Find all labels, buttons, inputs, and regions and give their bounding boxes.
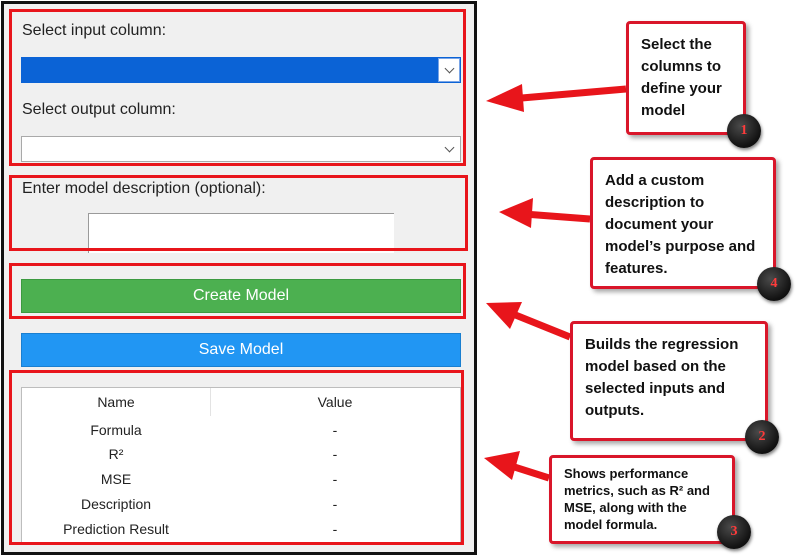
row-name: Formula xyxy=(90,422,142,438)
highlight-results-table xyxy=(9,370,464,545)
table-row[interactable]: Formula - xyxy=(22,422,460,446)
input-column-dropdown-arrow[interactable] xyxy=(438,58,460,82)
callout-2: Builds the regression model based on the… xyxy=(570,321,768,441)
callout-4-badge: 4 xyxy=(757,267,791,301)
callout-4: Add a custom description to document you… xyxy=(590,157,776,289)
row-name: Description xyxy=(80,496,152,512)
header-name[interactable]: Name xyxy=(97,394,135,410)
row-name: MSE xyxy=(100,471,132,487)
output-column-dropdown[interactable] xyxy=(21,136,461,162)
row-value: - xyxy=(332,446,338,462)
table-row[interactable]: Prediction Result - xyxy=(22,521,460,545)
row-name: R² xyxy=(108,446,124,462)
description-label: Enter model description (optional): xyxy=(22,180,266,197)
callout-3-text: Shows performance metrics, such as R² an… xyxy=(564,466,710,532)
callout-4-text: Add a custom description to document you… xyxy=(605,172,756,277)
callout-1: Select the columns to define your model xyxy=(626,21,746,135)
input-column-dropdown[interactable] xyxy=(21,57,461,83)
callout-3-badge: 3 xyxy=(717,515,751,549)
highlight-column-selection xyxy=(9,9,466,166)
arrow-4 xyxy=(499,198,591,228)
callout-2-text: Builds the regression model based on the… xyxy=(585,336,739,419)
results-table: Name Value Formula - R² - MSE - Descript… xyxy=(21,387,461,545)
results-table-header: Name Value xyxy=(22,388,460,416)
highlight-create-model xyxy=(9,263,466,319)
highlight-description xyxy=(9,175,468,251)
header-value[interactable]: Value xyxy=(317,394,353,410)
model-builder-panel: Select input column: Select output colum… xyxy=(1,1,477,555)
arrow-3 xyxy=(484,451,551,482)
description-input[interactable] xyxy=(88,213,394,253)
header-separator[interactable] xyxy=(210,388,211,416)
input-column-label: Select input column: xyxy=(22,22,167,39)
table-row[interactable]: Description - xyxy=(22,496,460,520)
row-value: - xyxy=(332,471,338,487)
callout-2-badge: 2 xyxy=(745,420,779,454)
save-model-button[interactable]: Save Model xyxy=(21,333,461,367)
row-value: - xyxy=(332,496,338,512)
callout-3: Shows performance metrics, such as R² an… xyxy=(549,455,735,544)
row-value: - xyxy=(332,521,338,537)
arrow-1 xyxy=(486,84,627,112)
output-column-label: Select output column: xyxy=(22,101,176,118)
callout-1-text: Select the columns to define your model xyxy=(641,36,722,119)
arrow-2 xyxy=(486,302,572,341)
create-model-button[interactable]: Create Model xyxy=(21,279,461,313)
row-value: - xyxy=(332,422,338,438)
callout-1-badge: 1 xyxy=(727,114,761,148)
row-name: Prediction Result xyxy=(63,521,169,537)
table-row[interactable]: R² - xyxy=(22,446,460,470)
table-row[interactable]: MSE - xyxy=(22,471,460,495)
output-column-dropdown-arrow[interactable] xyxy=(438,137,460,161)
